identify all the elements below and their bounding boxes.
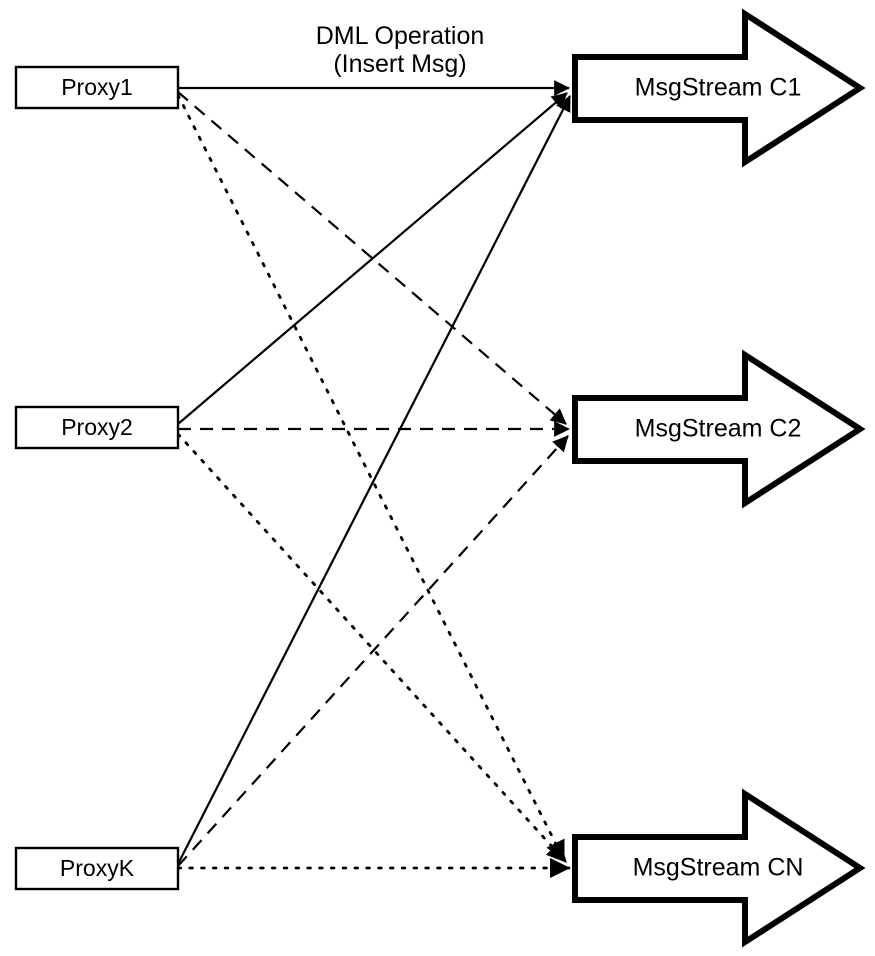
msgstream-cn-label: MsgStream CN xyxy=(633,854,804,882)
msgstream-c1-arrow-shape[interactable] xyxy=(572,8,866,168)
proxy2-label: Proxy2 xyxy=(61,414,133,440)
edge-layer xyxy=(176,80,571,879)
dml-operation-line2: (Insert Msg) xyxy=(333,50,466,78)
msgstream-c2-label: MsgStream C2 xyxy=(635,415,802,443)
msgstream-cn-arrow-shape[interactable] xyxy=(572,788,866,948)
target-node-msgstream-cn[interactable]: MsgStream CN xyxy=(572,788,866,948)
edge-annotation-dml-operation: DML Operation (Insert Msg) xyxy=(316,22,485,78)
source-node-proxy1[interactable]: Proxy1 xyxy=(14,65,180,110)
target-node-msgstream-c2[interactable]: MsgStream C2 xyxy=(572,349,866,509)
proxy1-box[interactable] xyxy=(14,65,180,110)
proxy1-label: Proxy1 xyxy=(61,74,133,100)
edge-proxy2-to-msgstream-cn xyxy=(176,432,568,864)
edge-proxy2-to-msgstream-c1 xyxy=(177,92,568,425)
dml-operation-line1: DML Operation xyxy=(316,22,485,50)
source-node-proxy2[interactable]: Proxy2 xyxy=(14,405,180,450)
proxy2-box[interactable] xyxy=(14,405,180,450)
edge-proxyk-to-msgstream-c1 xyxy=(177,95,571,865)
edge-proxy1-to-msgstream-cn xyxy=(176,93,566,862)
source-node-proxyk[interactable]: ProxyK xyxy=(14,846,180,891)
edge-proxy1-to-msgstream-c2 xyxy=(177,91,567,425)
msgstream-c2-arrow-shape[interactable] xyxy=(572,349,866,509)
proxyk-box[interactable] xyxy=(14,846,180,891)
msgstream-c1-label: MsgStream C1 xyxy=(635,74,802,102)
proxyk-label: ProxyK xyxy=(60,855,135,881)
edge-proxyk-to-msgstream-c2 xyxy=(177,435,569,867)
target-node-msgstream-c1[interactable]: MsgStream C1 xyxy=(572,8,866,168)
